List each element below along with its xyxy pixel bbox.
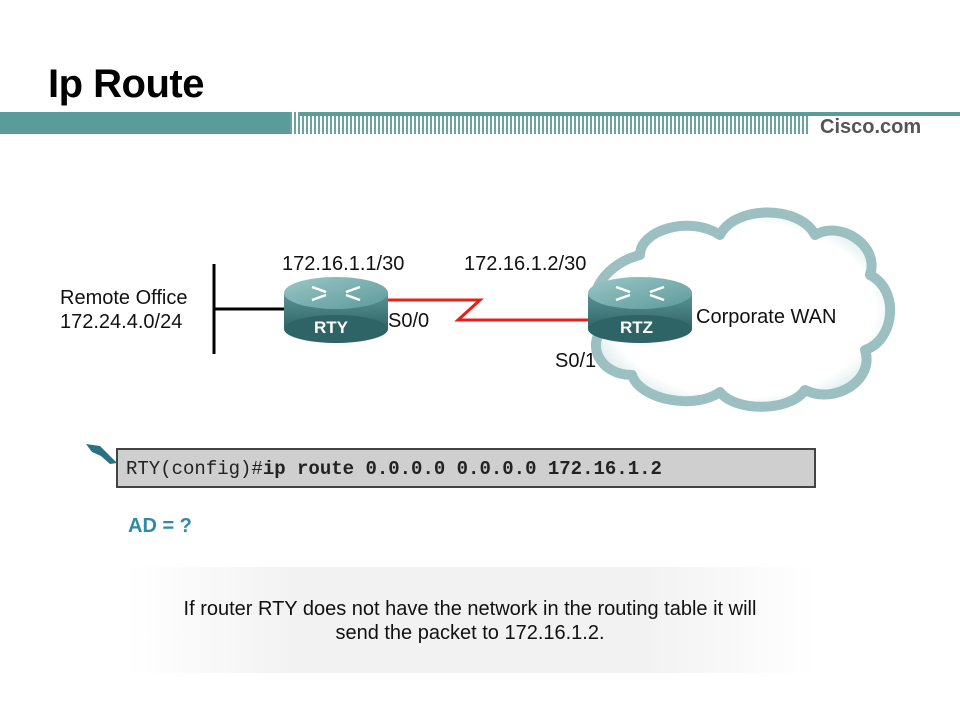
rtz-router-name: RTZ	[620, 318, 654, 337]
header-band	[0, 112, 960, 134]
explanation-text: If router RTY does not have the network …	[125, 597, 815, 645]
brand-logo-text: Cisco.com	[820, 116, 922, 138]
rtz-interface-label: S0/1	[555, 350, 597, 372]
remote-office-network: 172.24.4.0/24	[60, 311, 183, 333]
header-band-stripes	[290, 112, 810, 134]
command-prompt: RTY(config)#	[126, 458, 263, 480]
pointer-arrow-icon	[86, 444, 117, 464]
header-band-line	[300, 112, 960, 116]
rty-ip-label: 172.16.1.1/30	[282, 253, 405, 275]
explanation-line-2: send the packet to 172.16.1.2.	[335, 622, 605, 644]
rtz-ip-label: 172.16.1.2/30	[464, 253, 587, 275]
router-rtz-icon	[588, 277, 692, 343]
rty-router-name: RTY	[314, 318, 348, 337]
ad-question: AD = ?	[128, 515, 192, 537]
slide-title: Ip Route	[48, 62, 204, 106]
corporate-wan-label: Corporate WAN	[696, 306, 837, 328]
command-text: ip route 0.0.0.0 0.0.0.0 172.16.1.2	[262, 458, 662, 480]
explanation-box: If router RTY does not have the network …	[125, 567, 815, 673]
header-band-solid	[0, 112, 300, 134]
rty-interface-label: S0/0	[388, 310, 430, 332]
command-line: RTY(config)#ip route 0.0.0.0 0.0.0.0 172…	[126, 458, 662, 480]
corporate-wan-cloud	[589, 207, 896, 412]
command-box: RTY(config)#ip route 0.0.0.0 0.0.0.0 172…	[116, 448, 816, 488]
explanation-line-1: If router RTY does not have the network …	[183, 598, 757, 620]
remote-office-name: Remote Office	[60, 287, 188, 309]
serial-link	[384, 298, 590, 322]
router-rty-icon	[284, 277, 388, 343]
